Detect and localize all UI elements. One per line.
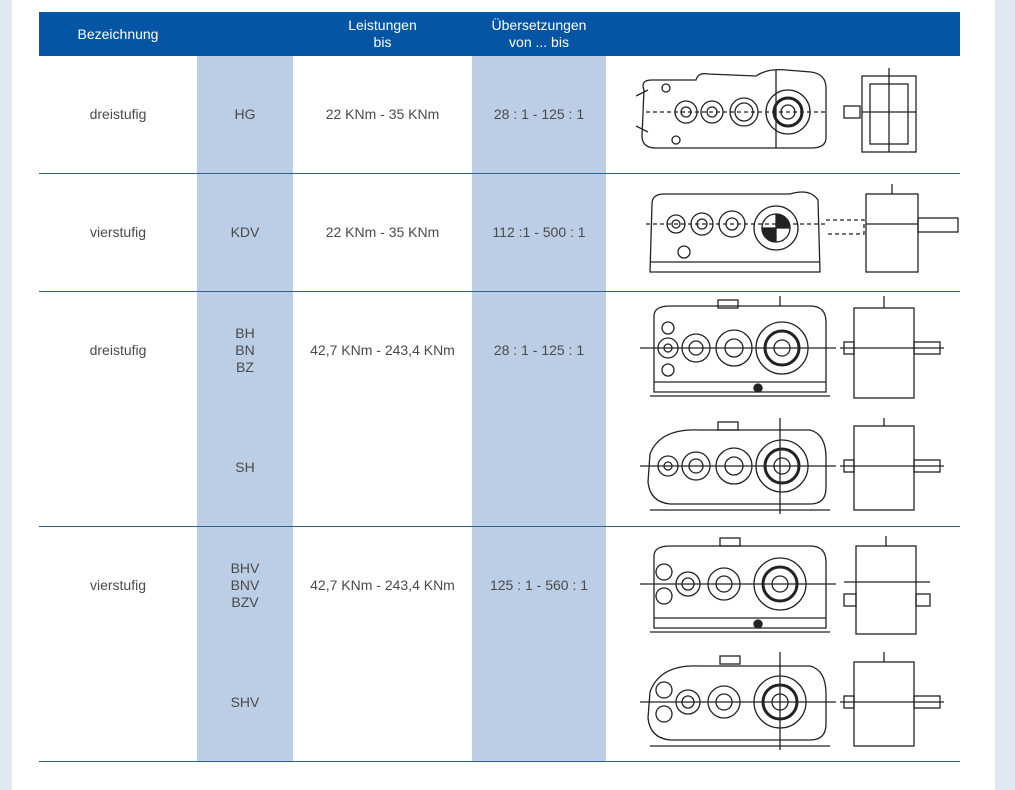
type-label: BZV — [231, 594, 259, 610]
gearbox-kdv-drawing — [646, 184, 959, 273]
table-row: vierstufig KDV 22 KNm - 35 KNm 112 :1 - … — [39, 174, 960, 291]
stage-label: vierstufig — [89, 577, 147, 593]
gearbox-sh-drawing — [640, 418, 944, 514]
stage-label: dreistufig — [89, 342, 147, 358]
row-divider — [39, 761, 960, 762]
gearbox-shv-drawing — [640, 652, 944, 750]
stage-label: dreistufig — [89, 106, 147, 122]
power-label: 42,7 KNm - 243,4 KNm — [310, 577, 455, 593]
power-label: 22 KNm - 35 KNm — [325, 224, 440, 240]
table-header: Bezeichnung Leistungen bis Übersetzungen… — [39, 12, 960, 56]
row-divider — [39, 173, 960, 174]
type-label: BN — [235, 342, 255, 358]
ratio-label: 28 : 1 - 125 : 1 — [493, 106, 585, 122]
power-label: 22 KNm - 35 KNm — [325, 106, 440, 122]
ratio-label: 112 :1 - 500 : 1 — [492, 224, 586, 240]
type-label: HG — [234, 106, 256, 122]
header-power: Leistungen bis — [348, 17, 417, 50]
gearbox-hg-drawing — [636, 68, 917, 153]
type-label: BNV — [230, 577, 260, 593]
table-row: dreistufig HG 22 KNm - 35 KNm 28 : 1 - 1… — [39, 56, 960, 173]
type-label: BH — [235, 325, 255, 341]
type-list: BHV BNV BZV — [197, 560, 293, 611]
type-label: SHV — [230, 694, 260, 710]
row-divider — [39, 291, 960, 292]
type-label: BZ — [236, 359, 254, 375]
table-row: dreistufig BH BN BZ 42,7 KNm - 243,4 KNm… — [39, 292, 960, 526]
type-label: BHV — [230, 560, 260, 576]
type-label: KDV — [230, 224, 260, 240]
gearbox-bhv-drawing — [640, 536, 931, 635]
power-label: 42,7 KNm - 243,4 KNm — [310, 342, 455, 358]
ratio-label: 125 : 1 - 560 : 1 — [489, 577, 589, 593]
ratio-label: 28 : 1 - 125 : 1 — [493, 342, 585, 358]
header-designation: Bezeichnung — [77, 25, 159, 42]
gearbox-bh-drawing — [640, 296, 944, 399]
type-label: SH — [235, 459, 255, 475]
type-list: BH BN BZ — [197, 325, 293, 376]
table-row: vierstufig BHV BNV BZV 42,7 KNm - 243,4 … — [39, 527, 960, 761]
stage-label: vierstufig — [89, 224, 147, 240]
header-ratio: Übersetzungen von ... bis — [491, 17, 587, 50]
row-divider — [39, 526, 960, 527]
